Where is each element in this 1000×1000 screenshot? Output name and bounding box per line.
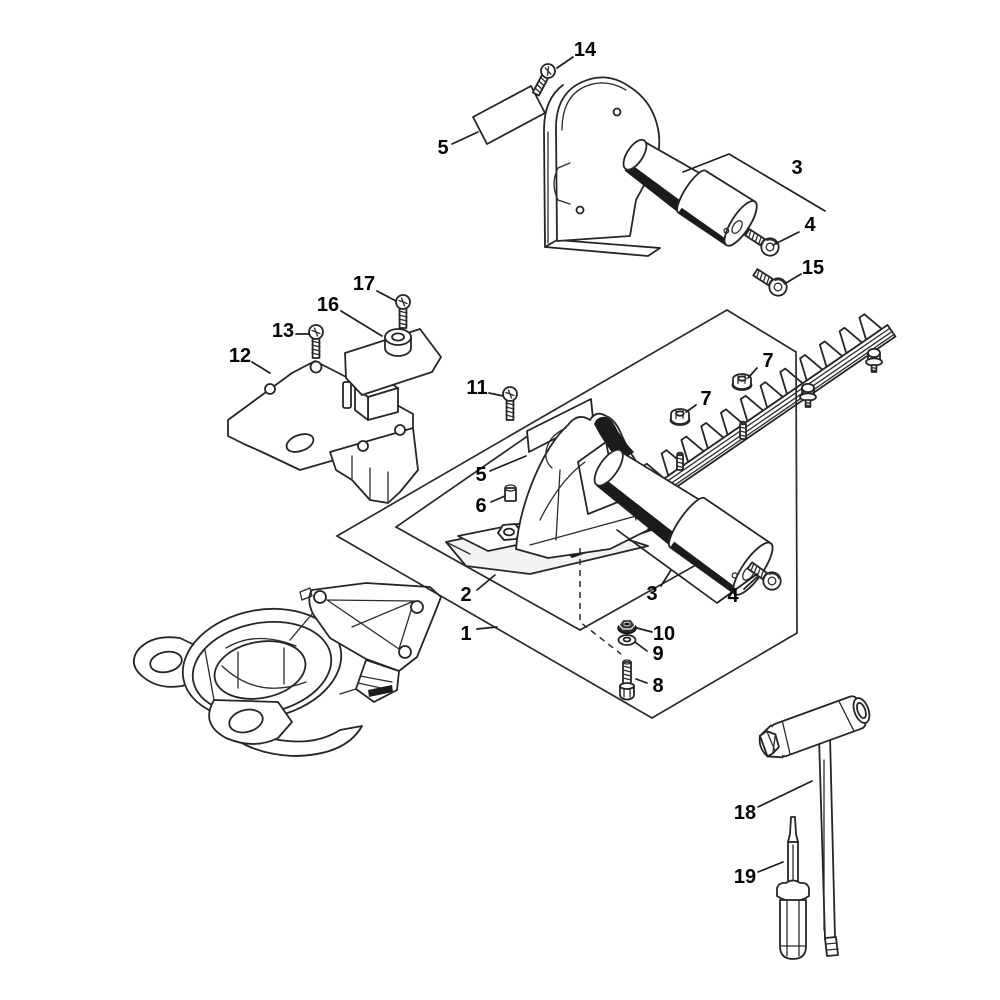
callout-5: 5: [475, 464, 486, 486]
callout-17: 17: [353, 273, 375, 295]
group-box-outer: [335, 309, 798, 719]
leader-line-15: [785, 273, 802, 284]
callout-3: 3: [791, 157, 802, 179]
callout-14: 14: [574, 39, 597, 61]
callout-16: 16: [317, 294, 339, 316]
washer-9: [617, 634, 637, 646]
combination-wrench-18: [758, 695, 871, 957]
callout-13: 13: [272, 320, 294, 342]
callout-12: 12: [229, 345, 251, 367]
leader-line-2: [476, 574, 496, 591]
blade-screw: [865, 347, 883, 373]
bracket-leader-3: [616, 529, 758, 604]
group-box-inner: [394, 421, 713, 631]
screw-13: [308, 324, 324, 359]
callout-10: 10: [653, 623, 675, 645]
blade-screw: [799, 382, 817, 408]
callout-11: 11: [466, 377, 487, 399]
leader-line-7: [747, 367, 758, 379]
leader-line-4: [743, 576, 758, 590]
callout-4: 4: [804, 214, 816, 236]
callout-1: 1: [460, 623, 471, 645]
nut-10: [617, 618, 637, 635]
leader-line-19: [757, 861, 784, 873]
callout-19: 19: [734, 866, 756, 888]
screw-8: [619, 659, 635, 701]
leader-line-12: [251, 361, 271, 374]
callout-18: 18: [734, 802, 756, 824]
leader-line-8: [635, 678, 648, 684]
gear-head-assembly-top: [472, 60, 791, 300]
switch-plate-assembly: [227, 294, 442, 504]
screw-11: [502, 386, 518, 421]
leader-line-16: [340, 310, 383, 337]
leader-line-1: [476, 626, 498, 630]
callout-15: 15: [802, 257, 824, 279]
leader-line-4: [772, 231, 800, 246]
leader-line-6: [490, 495, 506, 503]
bracket-leader-3: [682, 153, 826, 212]
callout-3: 3: [646, 583, 657, 605]
info-label-top: [472, 85, 546, 145]
assembly-axis-dashed-line: [579, 548, 622, 655]
callout-4: 4: [727, 585, 739, 607]
pin-6: [504, 484, 517, 502]
leader-line-9: [634, 641, 648, 652]
callout-9: 9: [652, 643, 663, 665]
callout-7: 7: [762, 350, 773, 372]
screw-17: [395, 294, 411, 329]
screw-15: [749, 264, 791, 300]
callout-2: 2: [460, 584, 471, 606]
leader-line-11: [488, 392, 504, 397]
leader-line-3: [660, 569, 672, 587]
callout-5: 5: [437, 137, 448, 159]
leader-line-18: [757, 780, 813, 808]
screwdriver-19: [776, 816, 810, 960]
leader-line-5: [489, 455, 527, 472]
blade-drive-housing: [132, 582, 442, 757]
screw-14: [528, 60, 559, 99]
leader-line-5: [451, 131, 479, 145]
blade-stud: [676, 451, 684, 471]
leader-line-14: [556, 56, 574, 69]
screw-4-top: [741, 224, 783, 260]
blade-stud: [739, 420, 747, 440]
leader-line-7: [685, 404, 697, 413]
callout-7: 7: [700, 388, 711, 410]
callout-8: 8: [652, 675, 663, 697]
leader-line-10: [636, 627, 653, 633]
callout-6: 6: [475, 495, 486, 517]
leader-line-17: [376, 290, 397, 302]
gear-head-assembly-center: [445, 386, 786, 701]
